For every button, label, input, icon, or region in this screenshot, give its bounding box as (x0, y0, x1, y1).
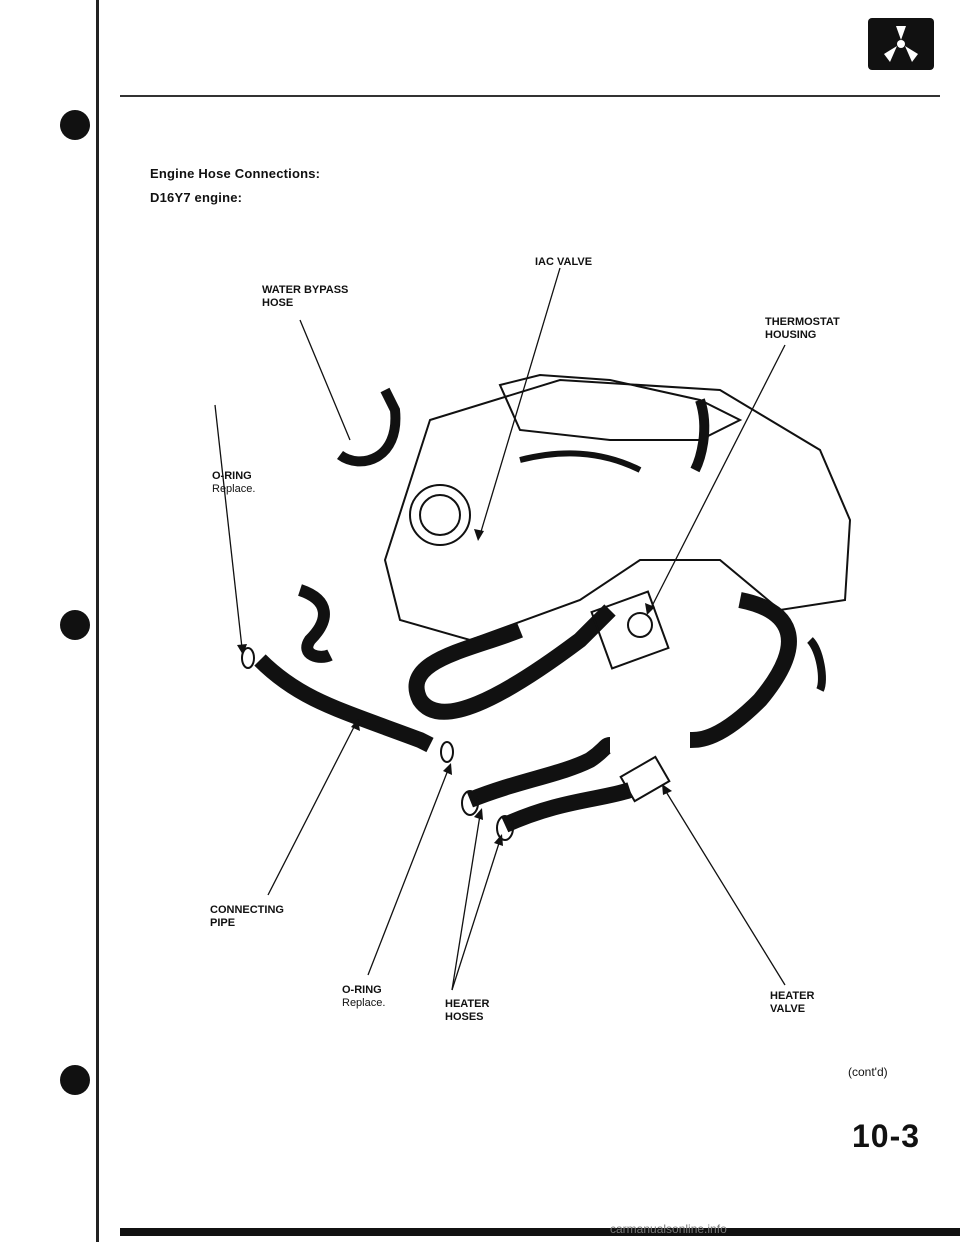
top-rule (120, 95, 940, 97)
binder-edge (0, 0, 120, 1242)
label-note: Replace. (212, 483, 256, 495)
continued-note: (cont'd) (848, 1065, 888, 1079)
label-thermostat-housing: THERMOSTAT HOUSING (765, 316, 840, 342)
label-line: O-RING (212, 470, 252, 482)
label-line: VALVE (770, 1003, 806, 1015)
right-hose (689, 592, 797, 748)
loop-hose (408, 604, 616, 720)
binder-hole (60, 110, 90, 140)
binder-line (96, 0, 99, 1242)
small-hose (297, 584, 333, 663)
leader-lines (214, 267, 786, 991)
label-line: O-RING (342, 984, 382, 996)
valve-cover (498, 373, 743, 441)
watermark-text: carmanualsonline.info (610, 1222, 727, 1236)
label-line: HOSE (262, 297, 294, 309)
label-line: HOSES (445, 1011, 484, 1023)
label-water-bypass-hose: WATER BYPASS HOSE (262, 284, 348, 310)
label-iac-valve: IAC VALVE (535, 256, 593, 268)
label-line: PIPE (210, 917, 236, 929)
label-line: HEATER (445, 998, 490, 1010)
binder-hole (60, 610, 90, 640)
label-line: HEATER (770, 990, 815, 1002)
label-line: WATER BYPASS (262, 284, 349, 296)
label-line: HOUSING (765, 329, 817, 341)
heater-hose-upper (467, 737, 612, 808)
cooling-fan-glyph (884, 26, 918, 62)
bottom-bar (120, 1228, 960, 1236)
engine-subheading: D16Y7 engine: (150, 190, 243, 205)
throttle-body (409, 484, 471, 546)
water-bypass-hose (337, 387, 401, 467)
connecting-pipe (254, 654, 434, 753)
cooling-fan-icon (868, 18, 934, 70)
page-number: 10-3 (852, 1118, 921, 1154)
label-connecting-pipe: CONNECTING PIPE (210, 904, 284, 930)
heater-hose-lower (501, 782, 633, 833)
bypass-pipe (519, 450, 642, 473)
heater-valve-body (619, 755, 671, 803)
engine-block (383, 378, 852, 642)
section-heading: Engine Hose Connections: (150, 166, 321, 181)
label-o-ring-top: O-RING Replace. (212, 470, 255, 496)
label-line: THERMOSTAT (765, 316, 840, 328)
label-note: Replace. (342, 997, 386, 1009)
thermostat-body (590, 590, 670, 670)
label-heater-hoses: HEATER HOSES (445, 998, 489, 1024)
label-line: CONNECTING (210, 904, 284, 916)
binder-hole (60, 1065, 90, 1095)
label-o-ring-bottom: O-RING Replace. (342, 984, 385, 1010)
label-heater-valve: HEATER VALVE (770, 990, 814, 1016)
